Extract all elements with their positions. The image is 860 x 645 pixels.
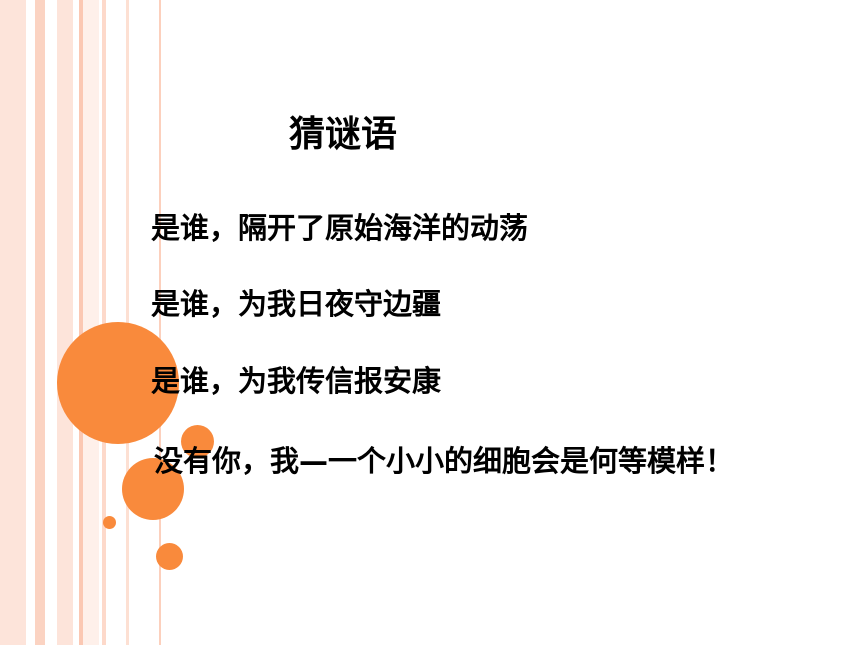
- riddle-line-4: 没有你，我—一个小小的细胞会是何等模样！: [154, 444, 735, 478]
- riddle-line-1: 是谁，隔开了原始海洋的动荡: [151, 211, 529, 245]
- decorative-circle-medium: [122, 458, 184, 520]
- riddle-line-2: 是谁，为我日夜守边疆: [151, 287, 442, 321]
- riddle-line-3: 是谁，为我传信报安康: [151, 364, 442, 398]
- slide-title: 猜谜语: [289, 114, 398, 155]
- decorative-stripe: [99, 0, 102, 645]
- decorative-stripe: [35, 0, 45, 645]
- decorative-circle-small: [156, 543, 183, 570]
- decorative-circle-small: [181, 425, 214, 458]
- decorative-stripe: [26, 0, 35, 645]
- decorative-circle-large: [57, 322, 179, 444]
- decorative-stripe: [57, 0, 73, 645]
- decorative-stripe: [73, 0, 79, 645]
- decorative-stripe: [79, 0, 83, 645]
- decorative-stripe: [83, 0, 99, 645]
- decorative-stripe: [159, 0, 161, 645]
- decorative-stripe: [45, 0, 57, 645]
- decorative-stripe: [0, 0, 26, 645]
- decorative-circle-tiny: [103, 516, 116, 529]
